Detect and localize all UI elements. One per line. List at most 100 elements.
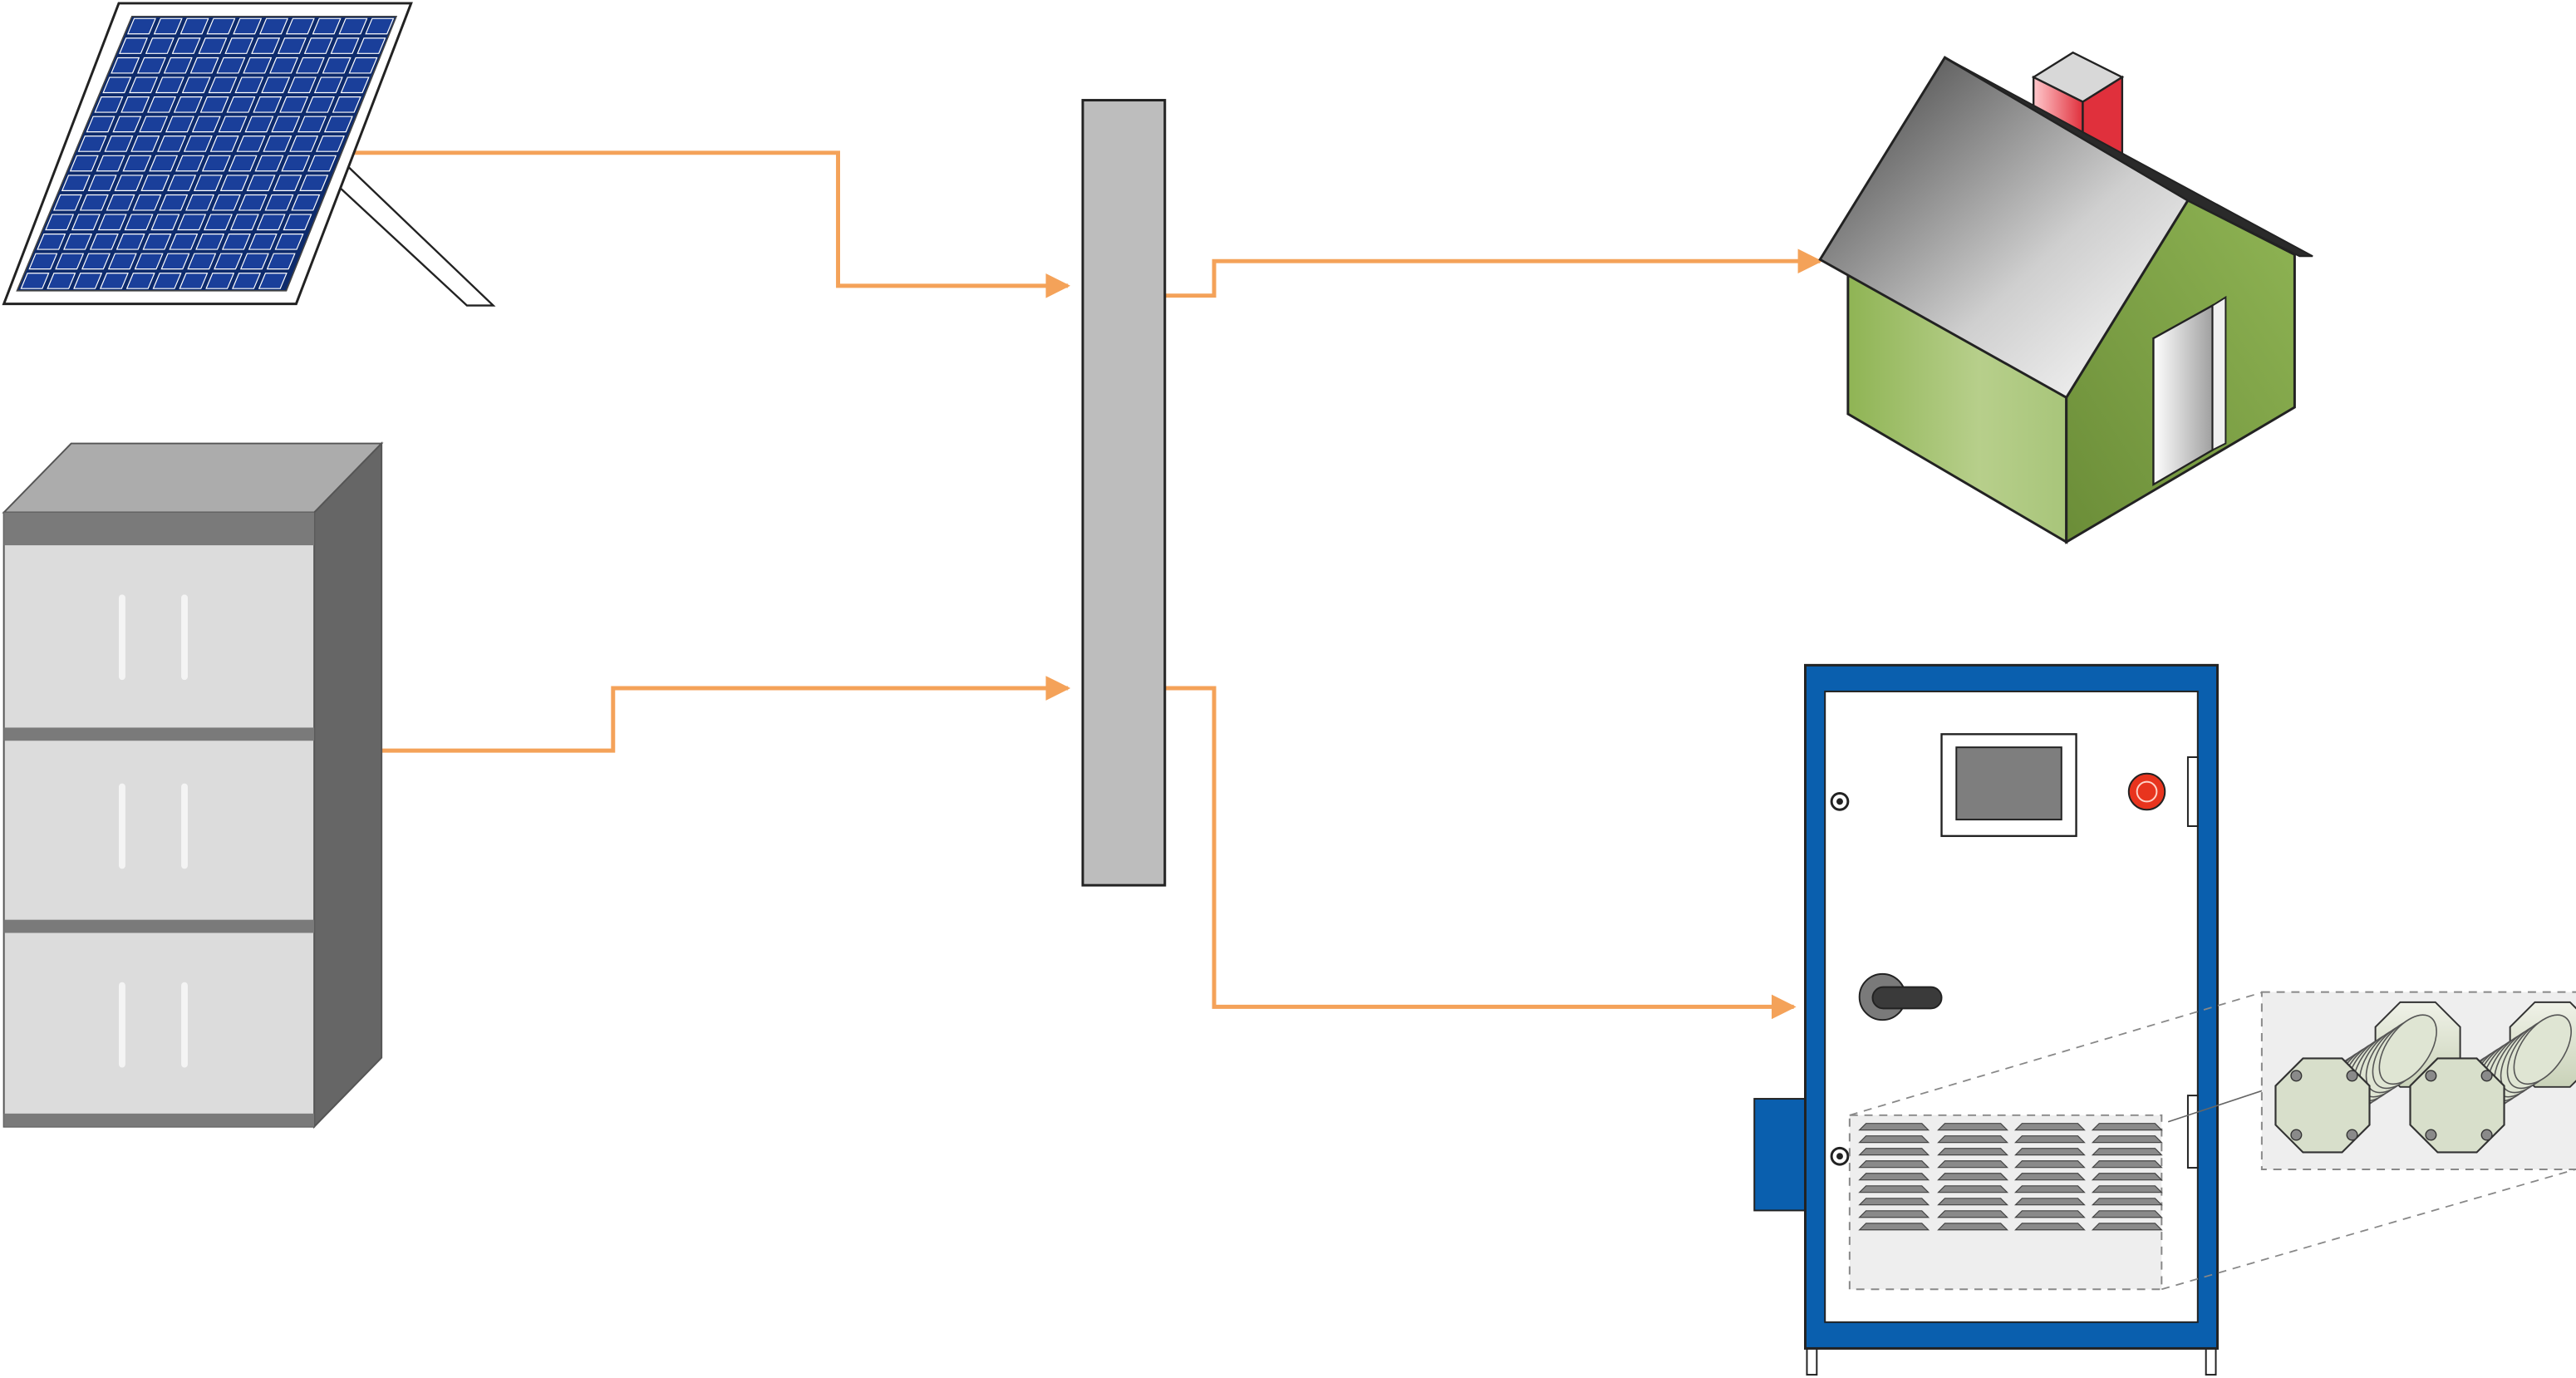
solar-cell bbox=[254, 155, 284, 172]
connector-bus-to-house bbox=[1164, 249, 1823, 298]
solar-cell bbox=[365, 17, 395, 35]
solar-cell bbox=[147, 96, 177, 113]
solar-cell bbox=[125, 273, 155, 289]
vent-slat bbox=[2091, 1148, 2163, 1156]
vent-slat bbox=[2014, 1210, 2086, 1218]
solar-cell bbox=[299, 175, 329, 191]
solar-cell bbox=[134, 253, 164, 270]
solar-cell bbox=[243, 57, 273, 74]
solar-cell bbox=[330, 37, 360, 54]
solar-cell bbox=[81, 253, 111, 270]
solar-cell bbox=[124, 214, 154, 231]
solar-cell bbox=[201, 155, 231, 172]
solar-cell bbox=[140, 175, 170, 191]
solar-cell bbox=[285, 17, 315, 35]
solar-cell bbox=[94, 96, 124, 113]
solar-cell bbox=[239, 253, 269, 270]
vent-slat bbox=[1858, 1210, 1930, 1218]
vent-slat bbox=[2014, 1135, 2086, 1144]
solar-cell bbox=[236, 135, 266, 152]
solar-cell bbox=[159, 194, 189, 211]
solar-cell bbox=[205, 273, 235, 289]
solar-cell bbox=[263, 135, 293, 152]
solar-cell bbox=[53, 194, 83, 211]
vent-slat bbox=[1937, 1135, 2008, 1144]
vent-slat bbox=[2091, 1123, 2163, 1131]
solar-cell bbox=[253, 96, 283, 113]
solar-cell bbox=[136, 57, 166, 74]
solar-cell bbox=[313, 76, 343, 94]
solar-cell bbox=[198, 37, 228, 54]
solar-cell bbox=[149, 155, 179, 172]
vent-slat bbox=[1858, 1135, 1930, 1144]
connector-battery-to-bus bbox=[381, 676, 1071, 753]
vent-slats bbox=[1858, 1123, 2163, 1231]
solar-cell bbox=[177, 214, 207, 231]
solar-cell bbox=[233, 17, 263, 35]
solar-cell bbox=[211, 194, 241, 211]
solar-cell bbox=[112, 116, 142, 133]
solar-cell bbox=[323, 116, 353, 133]
vent-slat bbox=[2091, 1160, 2163, 1169]
solar-cell bbox=[99, 273, 129, 289]
solar-cell bbox=[340, 76, 370, 94]
solar-cell bbox=[171, 37, 201, 54]
solar-cell bbox=[219, 175, 249, 191]
solar-cell bbox=[130, 135, 160, 152]
solar-cell bbox=[181, 76, 211, 94]
solar-cell bbox=[348, 57, 378, 74]
solar-cell bbox=[193, 175, 223, 191]
solar-cell bbox=[104, 135, 134, 152]
vent-slat bbox=[2014, 1185, 2086, 1193]
solar-cell bbox=[281, 155, 311, 172]
vent-slat bbox=[2091, 1223, 2163, 1231]
vent-slat bbox=[1937, 1123, 2008, 1131]
vent-slat bbox=[2014, 1198, 2086, 1206]
vent-slat bbox=[1858, 1148, 1930, 1156]
vent-slat bbox=[2014, 1160, 2086, 1169]
solar-cell bbox=[185, 194, 215, 211]
solar-cell bbox=[229, 214, 259, 231]
solar-cell bbox=[37, 234, 66, 250]
solar-cell bbox=[189, 57, 219, 74]
solar-cell bbox=[356, 37, 386, 54]
vent-slat bbox=[1937, 1160, 2008, 1169]
solar-cell bbox=[238, 194, 268, 211]
solar-cell bbox=[69, 155, 99, 172]
vent-slat bbox=[1858, 1185, 1930, 1193]
solar-cell bbox=[209, 135, 239, 152]
solar-cell bbox=[274, 234, 304, 250]
solar-cell bbox=[297, 116, 327, 133]
vent-slat bbox=[1858, 1198, 1930, 1206]
solar-cell bbox=[179, 273, 209, 289]
solar-cell bbox=[102, 76, 132, 94]
solar-cell bbox=[246, 175, 276, 191]
solar-cell bbox=[224, 37, 254, 54]
vent-slat bbox=[2091, 1210, 2163, 1218]
vent-slat bbox=[1858, 1223, 1930, 1231]
vent-slat bbox=[2014, 1173, 2086, 1181]
solar-cell bbox=[120, 96, 150, 113]
solar-cell bbox=[155, 76, 184, 94]
battery-module-1 bbox=[118, 594, 188, 681]
solar-cell bbox=[145, 37, 175, 54]
solar-cell bbox=[116, 234, 145, 250]
solar-cell bbox=[199, 96, 229, 113]
solar-cell bbox=[28, 253, 58, 270]
solar-cell bbox=[96, 155, 125, 172]
vent-slat bbox=[1858, 1173, 1930, 1181]
solar-cell bbox=[228, 155, 258, 172]
solar-cell bbox=[303, 37, 333, 54]
solar-cell bbox=[20, 273, 50, 289]
solar-cell bbox=[332, 96, 361, 113]
solar-cell bbox=[208, 76, 238, 94]
electrolyzer-stack-detail bbox=[2260, 991, 2576, 1171]
solar-cell bbox=[256, 214, 286, 231]
solar-cell bbox=[251, 37, 281, 54]
battery-module-3 bbox=[118, 982, 188, 1068]
solar-cell bbox=[153, 17, 183, 35]
solar-cell bbox=[173, 96, 203, 113]
vent-slat bbox=[2091, 1135, 2163, 1144]
solar-cell bbox=[191, 116, 221, 133]
